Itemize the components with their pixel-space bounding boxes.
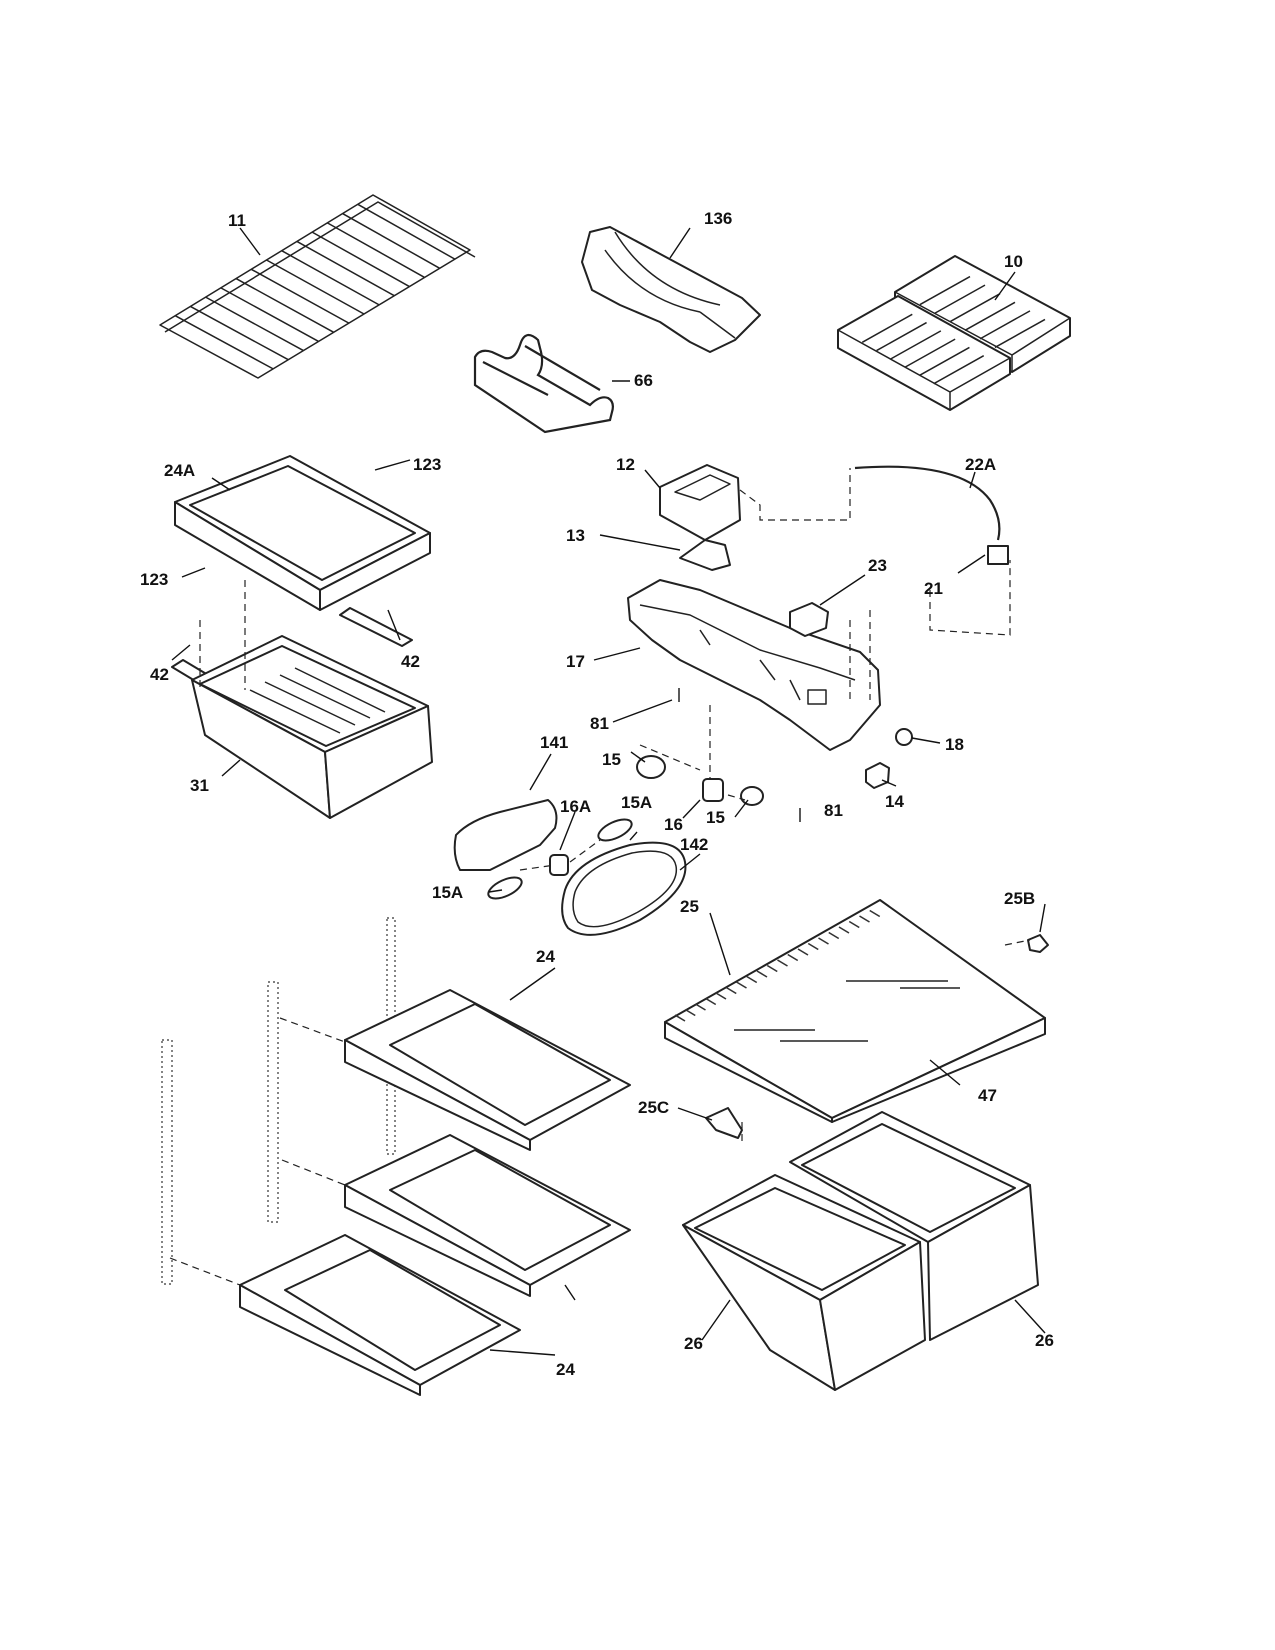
callout-labels: 11 136 10 66 24A 123 123 42 42 31 12 13 … [140, 209, 1054, 1379]
callout-10: 10 [1004, 252, 1023, 271]
callout-13: 13 [566, 526, 585, 545]
cantilever-shelf-part [239, 989, 631, 1396]
light-cover-part [453, 799, 558, 871]
callout-leaders [171, 227, 1046, 1356]
callout-24A: 24A [164, 461, 195, 480]
wire-shelf-part [159, 194, 476, 379]
callout-21: 21 [924, 579, 943, 598]
callout-26-left: 26 [684, 1334, 703, 1353]
callout-42-left: 42 [150, 665, 169, 684]
callout-42-right: 42 [401, 652, 420, 671]
wire-harness-part [854, 465, 1009, 565]
cover-clip-part [705, 934, 1049, 1139]
callout-123-top: 123 [413, 455, 441, 474]
callout-24-bottom: 24 [556, 1360, 575, 1379]
light-shield-part [679, 539, 731, 571]
callout-141: 141 [540, 733, 568, 752]
callout-47: 47 [978, 1086, 997, 1105]
callout-18: 18 [945, 735, 964, 754]
callout-15-right: 15 [706, 808, 725, 827]
crisper-cover-part [664, 899, 1046, 1123]
callout-123-left: 123 [140, 570, 168, 589]
callout-31: 31 [190, 776, 209, 795]
control-housing-part [627, 579, 881, 751]
callout-15A-lower: 15A [432, 883, 463, 902]
callout-22A: 22A [965, 455, 996, 474]
light-lens-part [561, 841, 687, 936]
callout-26-right: 26 [1035, 1331, 1054, 1350]
shelf-rail-part [161, 917, 396, 1285]
callout-17: 17 [566, 652, 585, 671]
callout-25C: 25C [638, 1098, 669, 1117]
wire-bottle-rack-part [473, 333, 614, 434]
callout-66: 66 [634, 371, 653, 390]
glass-shelf-part [174, 455, 431, 611]
callout-142: 142 [680, 835, 708, 854]
callout-16: 16 [664, 815, 683, 834]
light-switch-part [865, 762, 890, 789]
ice-trays-part [837, 255, 1071, 411]
dispenser-cup-part [659, 464, 741, 541]
callout-23: 23 [868, 556, 887, 575]
callout-12: 12 [616, 455, 635, 474]
callout-25: 25 [680, 897, 699, 916]
callout-15-left: 15 [602, 750, 621, 769]
thermostat-part [789, 602, 829, 637]
control-knob-part [895, 728, 913, 746]
crisper-pan-part [682, 1111, 1039, 1391]
bottle-holder-part [581, 226, 761, 353]
callout-14: 14 [885, 792, 904, 811]
appliance-bulb-part [487, 818, 633, 900]
assembly-lines [169, 468, 1031, 1286]
light-socket-part [549, 778, 724, 876]
screw-part [678, 688, 801, 822]
callout-24-top: 24 [536, 947, 555, 966]
light-bulb-part [636, 755, 764, 806]
crisper-drawer-part [191, 635, 433, 819]
callout-25B: 25B [1004, 889, 1035, 908]
callout-81-left: 81 [590, 714, 609, 733]
callout-81-right: 81 [824, 801, 843, 820]
callout-136: 136 [704, 209, 732, 228]
callout-16A: 16A [560, 797, 591, 816]
callout-15A-upper: 15A [621, 793, 652, 812]
callout-11: 11 [228, 211, 246, 230]
